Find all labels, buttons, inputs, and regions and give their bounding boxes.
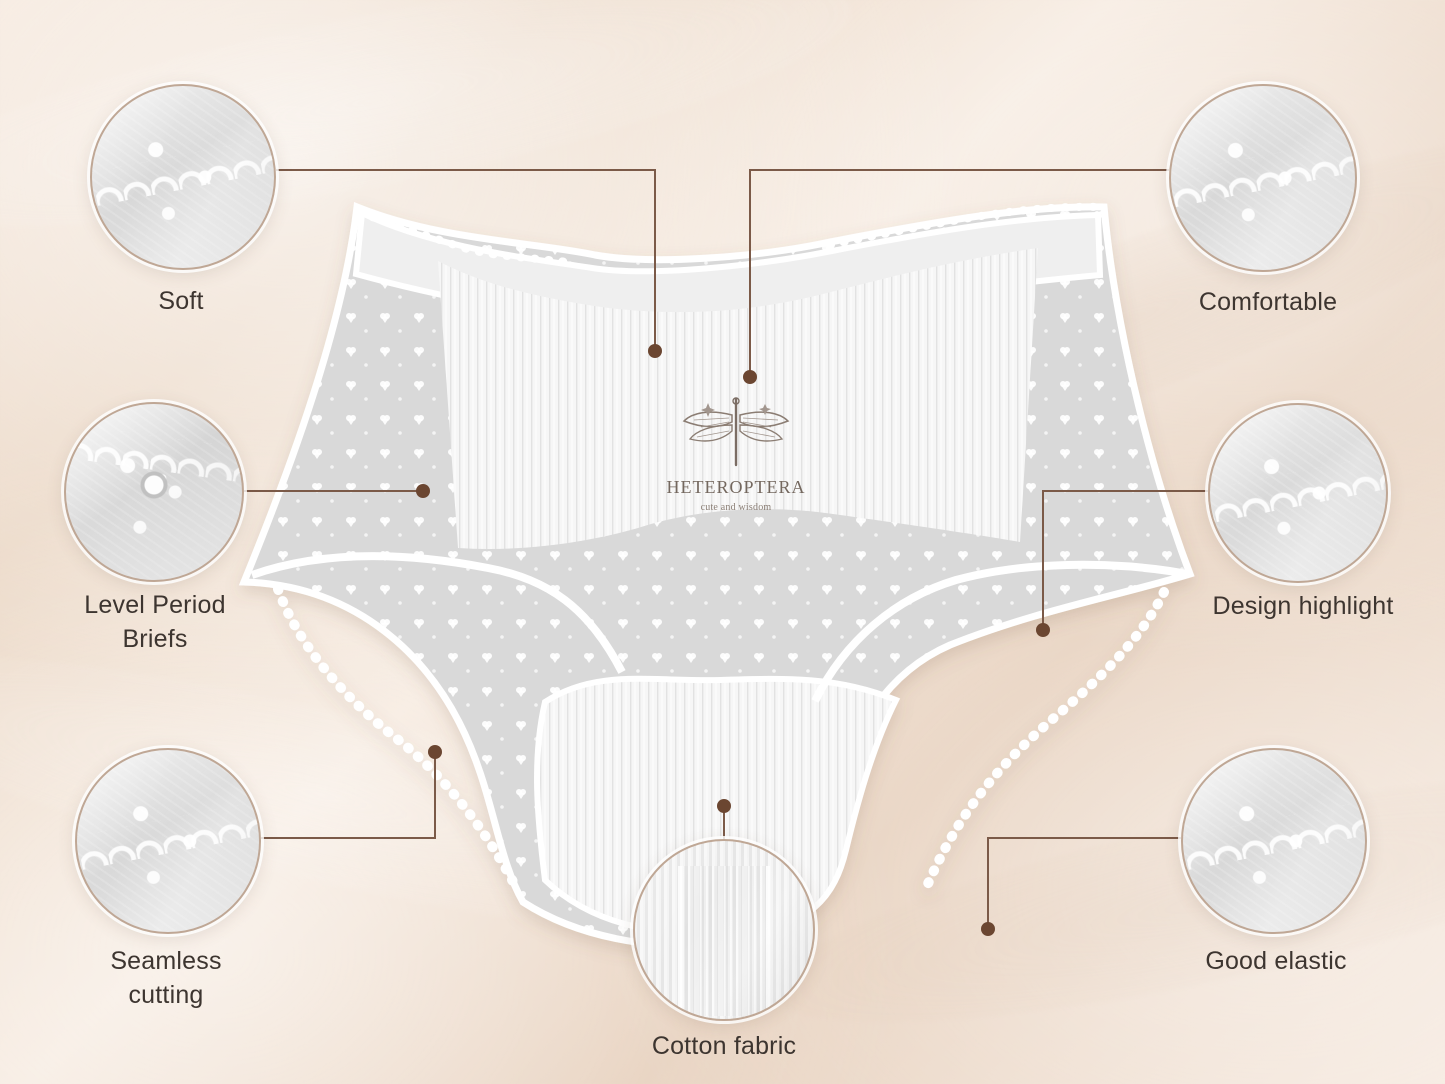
feature-label-soft: Soft — [158, 287, 204, 315]
feature-label-design-highlight: Design highlight — [1212, 592, 1394, 620]
callout-dot-icon — [717, 799, 731, 813]
callout-dot-icon — [648, 344, 662, 358]
feature-label-cotton-fabric: Cotton fabric — [651, 1032, 797, 1060]
callout-dot-icon — [1036, 623, 1050, 637]
brand-tagline: cute and wisdom — [700, 502, 772, 513]
callout-dot-icon — [428, 745, 442, 759]
feature-label-line: Level Period — [84, 591, 226, 619]
design-highlight-detail-image — [1208, 403, 1388, 583]
seamless-cutting-detail-image — [75, 748, 261, 934]
comfortable-detail-image — [1169, 84, 1357, 272]
callout-dot-icon — [981, 922, 995, 936]
callout-dot-icon — [416, 484, 430, 498]
feature-label-line: cutting — [128, 981, 204, 1009]
cotton-fabric-detail-image — [633, 839, 815, 1021]
feature-label-seamless-cutting: Seamless cutting — [76, 944, 256, 1012]
callout-dot-icons — [416, 344, 1050, 936]
callout-connectors — [244, 169, 1208, 929]
dragonfly-logo-icon — [682, 397, 790, 467]
feature-label-line: Briefs — [122, 625, 188, 653]
good-elastic-detail-image — [1181, 748, 1367, 934]
brand-name: HETEROPTERA — [666, 477, 806, 497]
soft-detail-image — [90, 84, 276, 270]
feature-label-line: Seamless — [110, 947, 222, 975]
feature-label-level-period-briefs: Level Period Briefs — [55, 588, 255, 656]
level-period-detail-image — [64, 402, 244, 582]
briefs-garment — [238, 202, 1195, 950]
callout-dot-icon — [743, 370, 757, 384]
feature-label-good-elastic: Good elastic — [1205, 947, 1347, 975]
feature-label-comfortable: Comfortable — [1198, 288, 1338, 316]
heteroptera-brand-logo: HETEROPTERA cute and wisdom — [641, 391, 831, 527]
